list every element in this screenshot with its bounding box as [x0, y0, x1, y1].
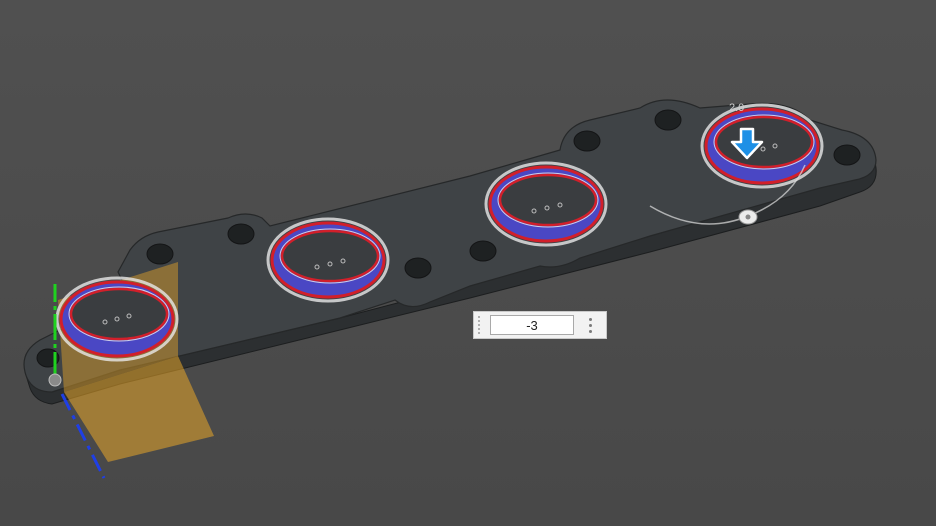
- bolt-hole[interactable]: [469, 240, 497, 262]
- y-axis: [60, 393, 106, 479]
- bolt-hole[interactable]: [146, 243, 174, 265]
- intake-port-3[interactable]: [484, 161, 608, 247]
- bolt-hole[interactable]: [573, 130, 601, 152]
- manipulator-label: 2.0: [729, 102, 745, 114]
- flange-plate-top[interactable]: [23, 99, 877, 393]
- arrow-down-icon[interactable]: [730, 127, 764, 160]
- bolt-hole[interactable]: [404, 257, 432, 279]
- distance-input-panel: -3: [473, 311, 607, 339]
- drag-grip-icon[interactable]: [474, 312, 484, 338]
- intake-port-1[interactable]: [55, 276, 179, 362]
- vertical-ellipsis-icon[interactable]: [586, 315, 594, 335]
- bolt-hole[interactable]: [833, 144, 861, 166]
- bolt-hole[interactable]: [654, 109, 682, 131]
- rotation-handle[interactable]: [738, 209, 758, 225]
- bolt-hole[interactable]: [227, 223, 255, 245]
- origin-point[interactable]: [48, 373, 62, 387]
- distance-input[interactable]: -3: [490, 315, 574, 335]
- intake-port-2[interactable]: [266, 217, 390, 303]
- intake-port-4[interactable]: [700, 103, 824, 189]
